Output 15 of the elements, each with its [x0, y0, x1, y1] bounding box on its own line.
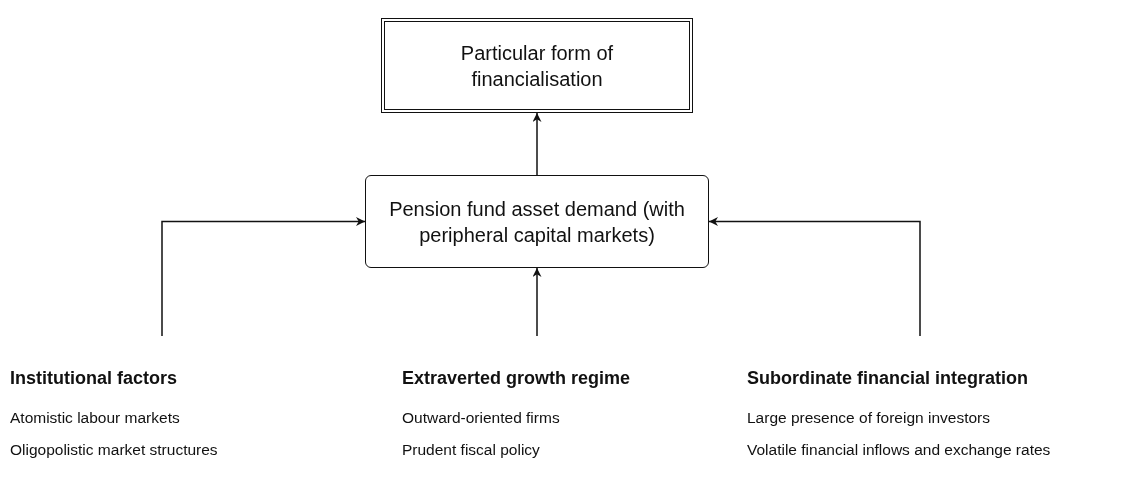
list-item: Prudent fiscal policy	[402, 441, 541, 459]
column-heading: Institutional factors	[10, 368, 178, 389]
arrow	[532, 267, 542, 337]
arrow	[708, 217, 921, 337]
list-item: Large presence of foreign investors	[747, 409, 991, 427]
column-heading: Extraverted growth regime	[402, 368, 632, 389]
list-item: Atomistic labour markets	[10, 409, 181, 427]
arrow	[161, 217, 366, 337]
arrow	[532, 112, 542, 176]
list-item: Oligopolistic market structures	[10, 441, 219, 459]
process-box: Pension fund asset demand (with peripheral capital markets)	[365, 175, 709, 268]
list-item: Volatile financial inflows and exchange rates	[747, 441, 1052, 459]
column-heading: Subordinate financial integration	[747, 368, 1030, 389]
list-item: Outward-oriented firms	[402, 409, 561, 427]
outcome-box: Particular form of financialisation	[381, 18, 693, 113]
